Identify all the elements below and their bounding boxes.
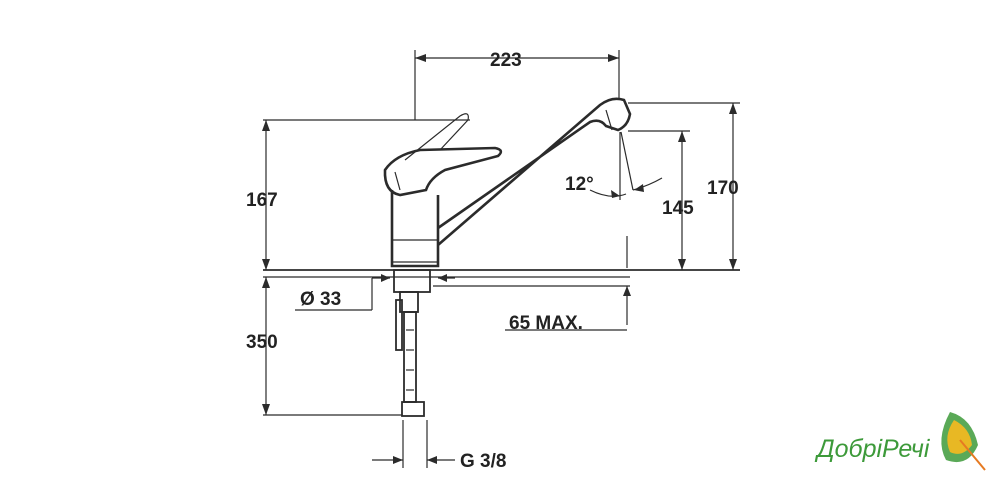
supply-hose	[393, 269, 431, 417]
thread-label: G 3/8	[460, 451, 506, 472]
countertop-lines	[263, 269, 740, 278]
hose-length-dimension	[262, 277, 402, 416]
spout-height-dimension	[626, 130, 690, 270]
diameter-label: Ø 33	[300, 289, 341, 310]
height-left-label: 167	[246, 190, 278, 211]
diameter-dimension	[295, 274, 455, 311]
width-dimension	[414, 50, 620, 120]
height-right-label: 170	[707, 178, 739, 199]
height-right-dimension	[628, 102, 740, 270]
spout-height-label: 145	[662, 198, 694, 219]
brand-logo: ДобріРечі	[814, 412, 986, 471]
faucet-body	[383, 97, 632, 268]
logo-text: ДобріРечі	[814, 435, 931, 463]
width-label: 223	[490, 50, 522, 71]
thread-dimension	[372, 420, 455, 468]
angle-dimension	[589, 131, 663, 200]
height-left-dimension	[262, 119, 470, 270]
max-thickness-dimension	[433, 285, 631, 331]
angle-label: 12°	[565, 174, 594, 195]
max-thickness-label: 65 MAX.	[509, 313, 583, 334]
hose-length-label: 350	[246, 332, 278, 353]
